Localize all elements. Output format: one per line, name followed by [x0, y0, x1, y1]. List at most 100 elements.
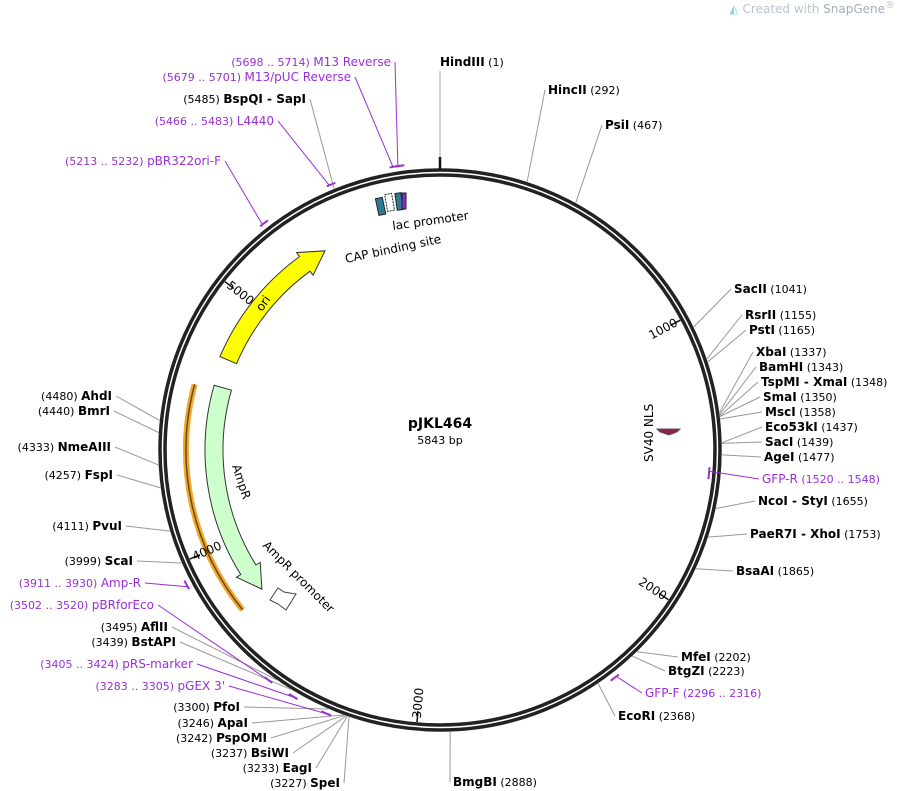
primer-range: (3405 .. 3424) [40, 658, 122, 671]
site-label-bsiwi[interactable]: (3237) BsiWI [211, 746, 289, 760]
site-name: AhdI [81, 389, 112, 403]
primer-leader-line [354, 76, 394, 168]
site-name: BsiWI [251, 746, 289, 760]
site-label-tspmi-xmai[interactable]: TspMI - XmaI (1348) [761, 375, 887, 389]
watermark-prefix: Created with [742, 2, 824, 16]
site-name: BstAPI [131, 635, 176, 649]
site-leader-line [597, 683, 616, 717]
site-label-smai[interactable]: SmaI (1350) [763, 390, 837, 404]
site-name: XbaI [756, 345, 786, 359]
primer-label-prs-marker[interactable]: (3405 .. 3424) pRS-marker [40, 657, 193, 671]
site-position: (4111) [52, 520, 92, 533]
site-label-pfoi[interactable]: (3300) PfoI [173, 700, 240, 714]
site-position: (1439) [793, 436, 833, 449]
primer-label-pbr322ori-f[interactable]: (5213 .. 5232) pBR322ori-F [65, 154, 221, 168]
site-label-eagi[interactable]: (3233) EagI [243, 761, 312, 775]
site-label-bstapi[interactable]: (3439) BstAPI [91, 635, 176, 649]
sv40-nls-arrow[interactable] [655, 428, 682, 436]
primer-range: (3911 .. 3930) [19, 577, 101, 590]
site-leader-line [707, 329, 747, 363]
site-leader-line [171, 626, 278, 681]
site-name: FspI [85, 468, 113, 482]
site-label-bspqi-sapi[interactable]: (5485) BspQI - SapI [183, 92, 306, 106]
tick-label: 4000 [190, 539, 224, 564]
site-leader-line [695, 568, 734, 572]
ori-feature-arrow[interactable] [219, 250, 326, 365]
site-position: (1655) [828, 495, 868, 508]
primer-label-pbrforeco[interactable]: (3502 .. 3520) pBRforEco [10, 598, 154, 612]
site-label-btgzi[interactable]: BtgZI (2223) [668, 664, 745, 678]
watermark-brand: SnapGene [823, 2, 885, 16]
primer-label-gfp-r[interactable]: GFP-R (1520 .. 1548) [762, 472, 880, 486]
site-leader-line [636, 651, 679, 658]
site-label-saci[interactable]: SacI (1439) [765, 435, 833, 449]
site-label-bmgbi[interactable]: BmgBI (2888) [453, 775, 537, 789]
ampr-promoter-label: AmpR promoter [260, 538, 337, 615]
snapgene-logo-icon: ◭ [729, 2, 739, 16]
primer-label-pgex-3-[interactable]: (3283 .. 3305) pGEX 3' [95, 679, 225, 693]
site-name: EagI [283, 761, 312, 775]
site-label-sacii[interactable]: SacII (1041) [734, 282, 807, 296]
site-label-apai[interactable]: (3246) ApaI [177, 716, 248, 730]
site-label-pvui[interactable]: (4111) PvuI [52, 519, 122, 533]
site-name: BmrI [78, 404, 110, 418]
site-label-rsrii[interactable]: RsrII (1155) [745, 308, 816, 322]
site-label-msci[interactable]: MscI (1358) [765, 405, 836, 419]
site-label-paer7i-xhoi[interactable]: PaeR7I - XhoI (1753) [750, 527, 881, 541]
primer-name: Amp-R [101, 576, 141, 590]
site-name: TspMI - XmaI [761, 375, 847, 389]
cap-binding-site-box[interactable] [374, 196, 387, 217]
site-leader-line [719, 351, 754, 413]
site-label-fspi[interactable]: (4257) FspI [45, 468, 113, 482]
site-label-psii[interactable]: PsiI (467) [605, 118, 662, 132]
site-label-mfei[interactable]: MfeI (2202) [681, 650, 751, 664]
site-label-ahdi[interactable]: (4480) AhdI [41, 389, 112, 403]
site-label-bmri[interactable]: (4440) BmrI [38, 404, 110, 418]
primer-label-gfp-f[interactable]: GFP-F (2296 .. 2316) [645, 686, 761, 700]
primer-label-amp-r[interactable]: (3911 .. 3930) Amp-R [19, 576, 141, 590]
site-label-pspomi[interactable]: (3242) PspOMI [176, 731, 267, 745]
site-leader-line [575, 124, 603, 203]
ampr-promoter-arrow[interactable] [269, 587, 297, 611]
site-label-spei[interactable]: (3227) SpeI [270, 776, 340, 790]
primer-range: (2296 .. 2316) [679, 687, 761, 700]
site-label-ncoi-styi[interactable]: NcoI - StyI (1655) [758, 494, 868, 508]
site-label-bsaai[interactable]: BsaAI (1865) [736, 564, 814, 578]
ampr-feature-arrow[interactable] [204, 384, 263, 590]
plasmid-length: 5843 bp [417, 434, 462, 447]
site-label-scai[interactable]: (3999) ScaI [65, 554, 133, 568]
site-position: (2223) [705, 665, 745, 678]
site-name: PsiI [605, 118, 629, 132]
site-label-agei[interactable]: AgeI (1477) [764, 450, 835, 464]
site-label-eco53ki[interactable]: Eco53kI (1437) [765, 420, 858, 434]
site-label-psti[interactable]: PstI (1165) [749, 323, 815, 337]
site-label-nmeaiii[interactable]: (4333) NmeAIII [18, 440, 111, 454]
site-leader-line [632, 655, 666, 672]
site-label-ecori[interactable]: EcoRI (2368) [618, 709, 695, 723]
lac-operator-box[interactable] [384, 192, 396, 212]
site-position: (3233) [243, 762, 283, 775]
site-name: BspQI - SapI [223, 92, 306, 106]
primer-label-m13-reverse[interactable]: (5698 .. 5714) M13 Reverse [231, 55, 391, 69]
primer-label-l4440[interactable]: (5466 .. 5483) L4440 [155, 114, 274, 128]
site-leader-line [526, 89, 546, 182]
site-label-bamhi[interactable]: BamHI (1343) [759, 360, 843, 374]
site-label-aflii[interactable]: (3495) AflII [101, 620, 168, 634]
site-label-hincii[interactable]: HincII (292) [548, 83, 620, 97]
amp-region-line [185, 384, 244, 611]
primer-binding-mark [326, 181, 336, 188]
site-position: (5485) [183, 93, 223, 106]
site-position: (1165) [775, 324, 815, 337]
site-leader-line [721, 441, 763, 444]
site-name: PfoI [213, 700, 240, 714]
site-label-xbai[interactable]: XbaI (1337) [756, 345, 826, 359]
tick-mark [658, 592, 669, 601]
primer-label-m13-puc-reverse[interactable]: (5679 .. 5701) M13/pUC Reverse [162, 70, 351, 84]
site-position: (4257) [45, 469, 85, 482]
site-label-hindiii[interactable]: HindIII (1) [440, 55, 504, 69]
tick-label: 3000 [410, 687, 427, 719]
tick-mark [416, 711, 419, 723]
primer-name: M13 Reverse [313, 55, 391, 69]
site-leader-line [721, 426, 763, 444]
